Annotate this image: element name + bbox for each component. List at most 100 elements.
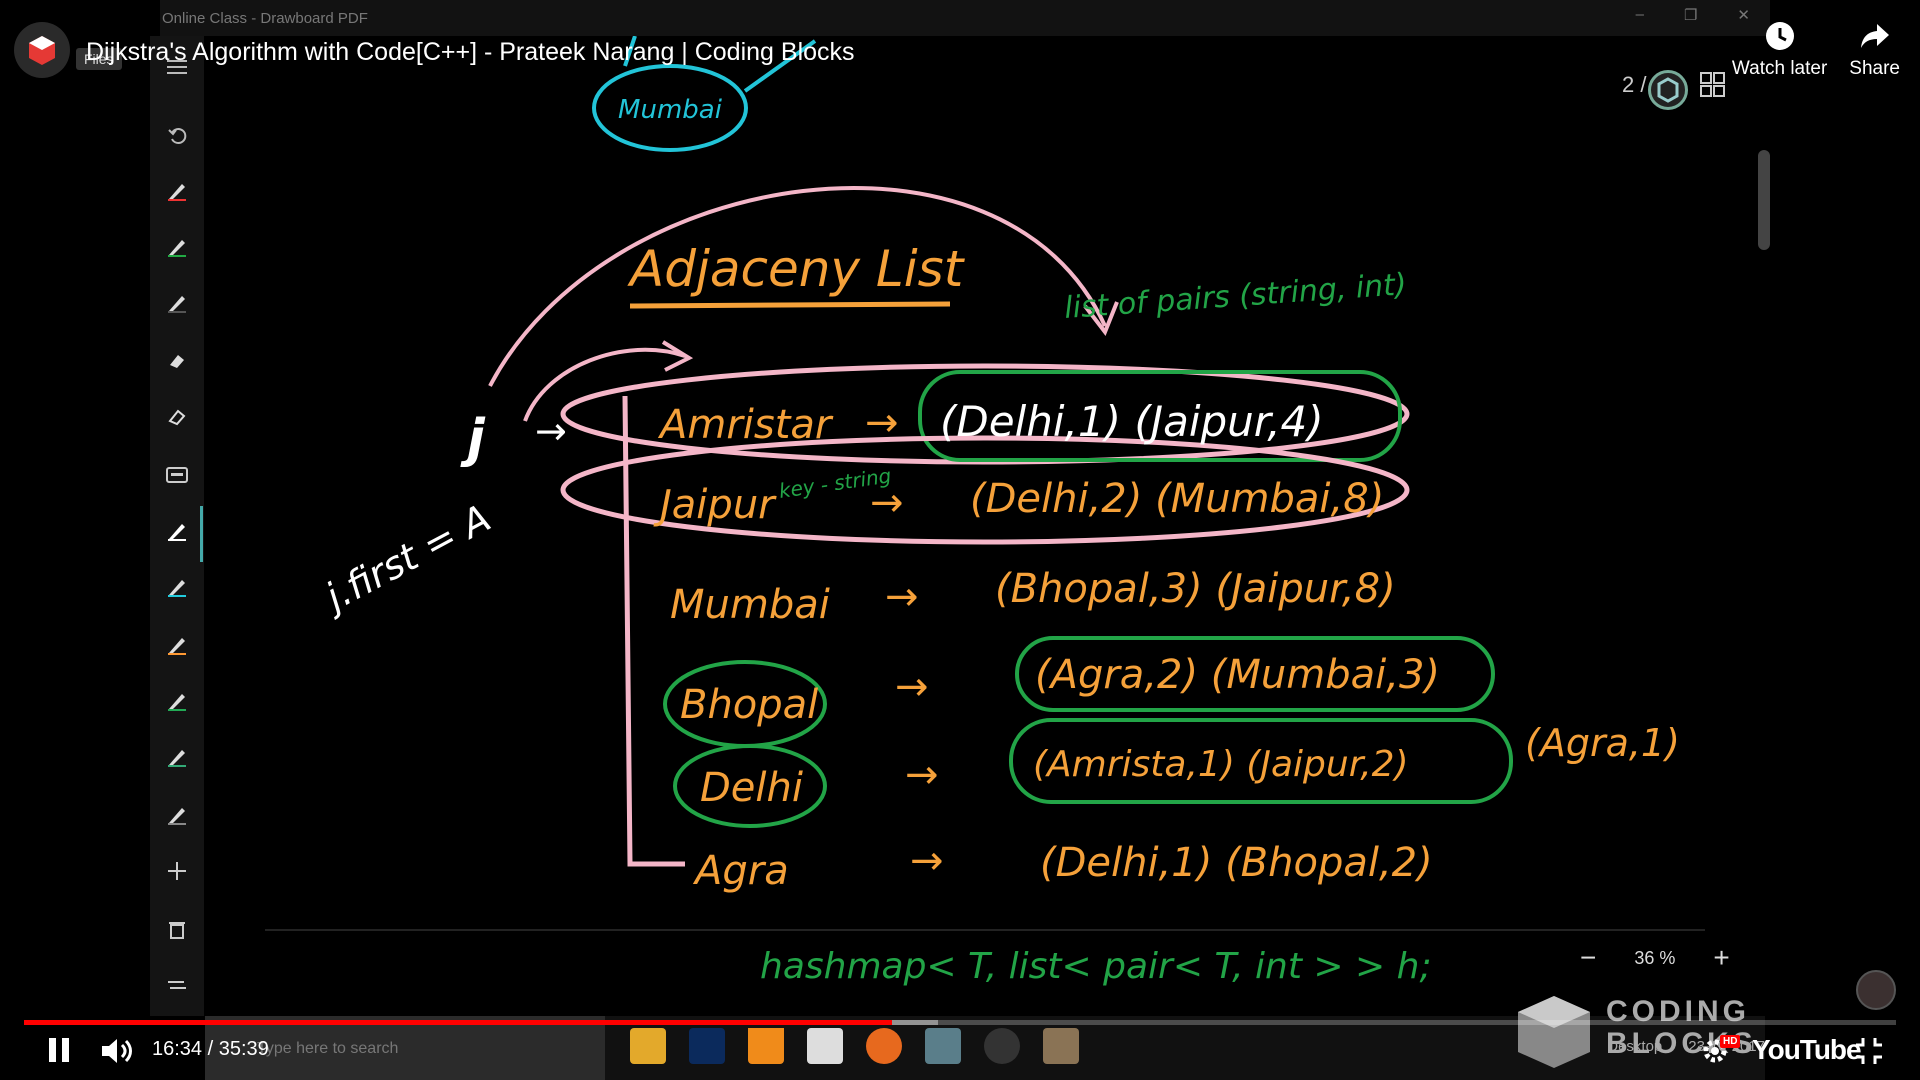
volume-icon [102, 1039, 132, 1063]
zoom-control: − 36 % + [1580, 942, 1730, 974]
big-arc-arrow [488, 185, 1107, 387]
pairs-text: (Agra,2) (Mumbai,3) [1035, 652, 1440, 698]
pairs-text: (Bhopal,3) (Jaipur,8) [995, 566, 1396, 612]
row-amristar: Amristar → (Delhi,1) (Jaipur,4) [657, 397, 1324, 448]
clock-icon [1765, 22, 1794, 50]
drawboard-scrollbar[interactable] [1758, 150, 1770, 250]
pause-button[interactable] [46, 1036, 72, 1064]
taskbar-search-placeholder: Type here to search [257, 1040, 399, 1057]
pen-white-icon[interactable] [162, 516, 192, 546]
drawboard-app-icon [925, 1028, 961, 1064]
small-arc-arrow [523, 347, 686, 422]
exit-fullscreen-button[interactable] [1854, 1036, 1884, 1066]
video-title[interactable]: Dijkstra's Algorithm with Code[C++] - Pr… [86, 38, 855, 66]
drawboard-title-bar: Online Class - Drawboard PDF – ❐ ✕ [160, 0, 1770, 36]
close-button[interactable]: ✕ [1737, 7, 1750, 24]
pen-darkgreen-icon[interactable] [162, 686, 192, 716]
mumbai-bubble-label: Mumbai [618, 95, 723, 125]
row-bhopal: Bhopal → (Agra,2) (Mumbai,3) [680, 652, 1440, 728]
channel-logo[interactable] [14, 22, 70, 78]
desktop-label: Desktop [1607, 1038, 1663, 1055]
city-label: Bhopal [680, 682, 818, 728]
city-label: Delhi [700, 765, 803, 811]
eraser-alt-icon[interactable] [162, 402, 192, 432]
amristar-list-outline [918, 370, 1402, 462]
share-arrow-icon [1860, 24, 1889, 48]
add-tool-icon[interactable] [162, 856, 192, 886]
row-arrow: → [910, 838, 944, 884]
list-bracket [622, 395, 685, 867]
city-label: Agra [692, 848, 789, 894]
swap-icon[interactable] [162, 970, 192, 1000]
progress-bar[interactable] [24, 1020, 1896, 1025]
minimize-button[interactable]: – [1635, 6, 1644, 23]
page-indicator: 2 / [1622, 72, 1647, 97]
zoom-out-button[interactable]: − [1580, 942, 1597, 973]
row-arrow: → [885, 574, 919, 620]
pen-red-icon[interactable] [162, 176, 192, 206]
undo-icon[interactable] [162, 120, 192, 150]
drawboard-window-title: Online Class - Drawboard PDF [162, 10, 368, 27]
watch-later-button[interactable]: Watch later [1732, 20, 1827, 80]
keyboard-icon[interactable] [162, 460, 192, 490]
extra-pair-text: (Agra,1) [1525, 721, 1680, 765]
file-explorer-icon [630, 1028, 666, 1064]
trash-icon[interactable] [162, 914, 192, 944]
pairs-annotation: list of pairs (string, int) [1063, 267, 1408, 326]
pen-orange-icon[interactable] [162, 630, 192, 660]
files-tooltip: Files [76, 48, 122, 70]
jaipur-row-outline [560, 435, 1410, 545]
row-arrow: → [865, 400, 899, 446]
share-label: Share [1849, 58, 1900, 79]
pairs-text: (Delhi,2) (Mumbai,8) [970, 476, 1384, 522]
hd-badge: HD [1720, 1034, 1741, 1048]
vlc-icon [748, 1028, 784, 1064]
progress-played [24, 1020, 892, 1025]
recorded-taskbar: Type here to search Desktop 23-10-2017 [205, 1016, 1765, 1080]
bhopal-list-outline [1015, 636, 1495, 712]
city-label: Jaipur [653, 482, 777, 528]
pairs-text: (Delhi,1) (Bhopal,2) [1040, 840, 1433, 886]
share-button[interactable]: Share [1849, 20, 1900, 80]
photoshop-icon [689, 1028, 725, 1064]
time-display: 16:34 / 35:39 [152, 1038, 269, 1060]
volume-button[interactable] [100, 1036, 134, 1066]
row-arrow: → [905, 752, 939, 798]
eraser-icon[interactable] [162, 346, 192, 376]
pairs-text: (Amrista,1) (Jaipur,2) [1033, 744, 1409, 785]
whiteboard-canvas[interactable]: Mumbai Adjaceny List list of pairs (stri… [205, 36, 1765, 1016]
watch-later-label: Watch later [1731, 58, 1828, 79]
settings-button[interactable]: HD [1700, 1034, 1750, 1066]
restore-button[interactable]: ❐ [1683, 7, 1698, 24]
hamburger-menu-icon[interactable] [162, 52, 192, 82]
pause-icon [49, 1038, 69, 1062]
app-icon [1043, 1028, 1079, 1064]
heading-underline [629, 301, 951, 309]
page-grid-icon[interactable] [1700, 72, 1726, 103]
drawboard-tool-rail [150, 36, 204, 1016]
exit-fullscreen-icon [1856, 1038, 1882, 1064]
row-delhi: Delhi → (Amrista,1) (Jaipur,2) (Agra,1) [700, 721, 1680, 811]
top-actions: Watch later Share [1732, 20, 1900, 80]
row-arrow: → [895, 664, 929, 710]
page-nav-hex-icon[interactable] [1648, 70, 1688, 110]
pen-cyan-icon[interactable] [162, 572, 192, 602]
pen-gray-icon[interactable] [162, 800, 192, 830]
taskbar-search: Type here to search [205, 1016, 605, 1080]
mumbai-bubble [592, 64, 748, 152]
delhi-list-outline [1009, 718, 1513, 804]
pen-teal-icon[interactable] [162, 742, 192, 772]
presenter-avatar [1856, 970, 1896, 1010]
pen-black-icon[interactable] [162, 288, 192, 318]
pairs-text: (Delhi,1) (Jaipur,4) [940, 397, 1324, 446]
iterator-label: j [460, 409, 486, 469]
zoom-in-button[interactable]: + [1713, 942, 1730, 973]
gear-icon [1703, 1039, 1727, 1063]
active-tool-indicator [200, 506, 203, 562]
row-agra: Agra → (Delhi,1) (Bhopal,2) [692, 838, 1433, 894]
city-label: Mumbai [670, 582, 830, 628]
pen-green-icon[interactable] [162, 232, 192, 262]
zoom-level: 36 % [1634, 947, 1676, 968]
youtube-logo[interactable]: YouTube [1752, 1034, 1862, 1065]
